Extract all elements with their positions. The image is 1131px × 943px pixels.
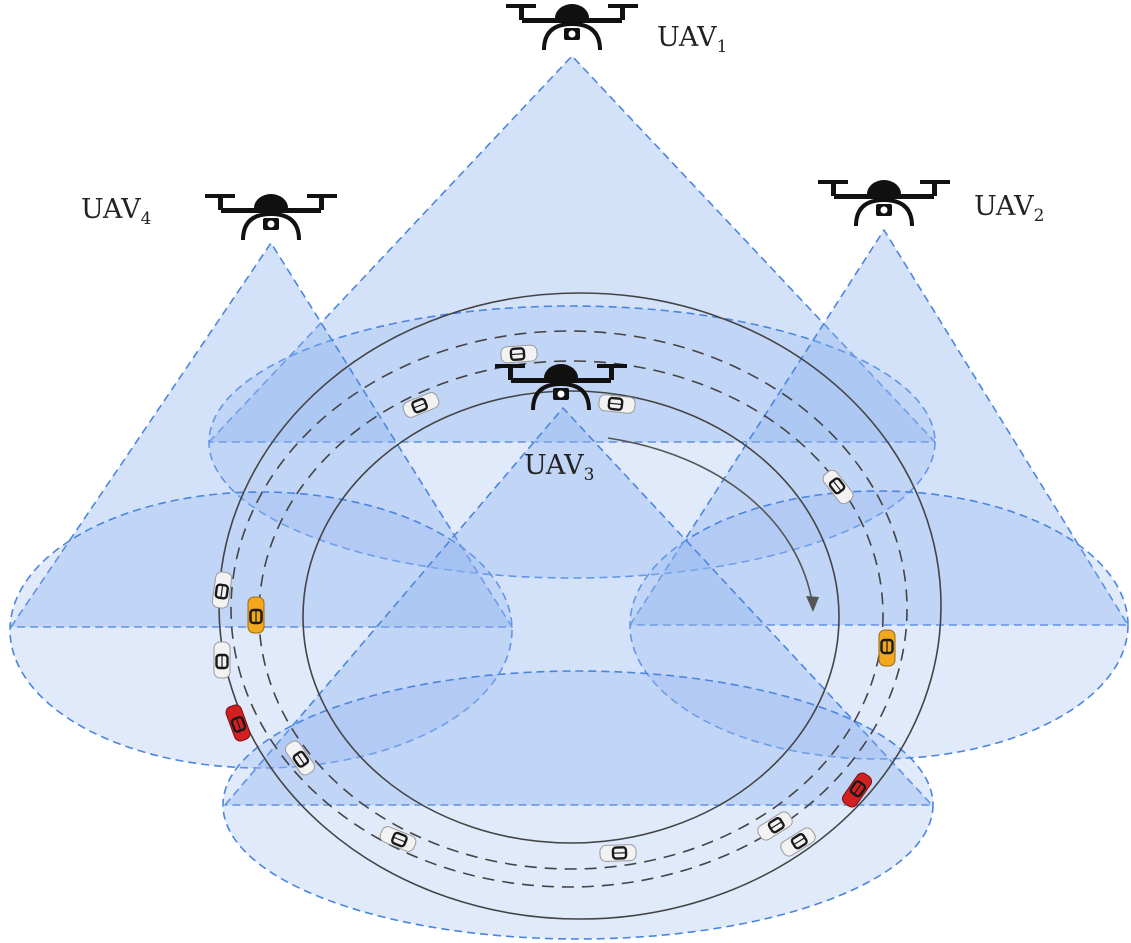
uav1-label: UAV1 [657,22,728,57]
uav1-drone-icon [504,2,640,52]
uav4-label: UAV4 [81,194,152,229]
car-white [212,640,232,680]
car-white [499,343,539,365]
car-yellow [246,595,266,635]
car-white [597,392,637,416]
uav2-drone-icon [816,178,952,228]
uav3-label: UAV3 [524,450,595,485]
road-lane-dash-outer [230,330,908,888]
uav4-drone-icon [203,192,339,242]
car-white [598,843,638,863]
car-yellow [877,628,897,668]
road-inner-edge [302,390,840,844]
coverage-uav2 [629,229,1129,760]
coverage-uav3 [222,407,934,940]
uav2-label: UAV2 [974,191,1045,226]
traffic-direction-arrow [607,437,819,612]
